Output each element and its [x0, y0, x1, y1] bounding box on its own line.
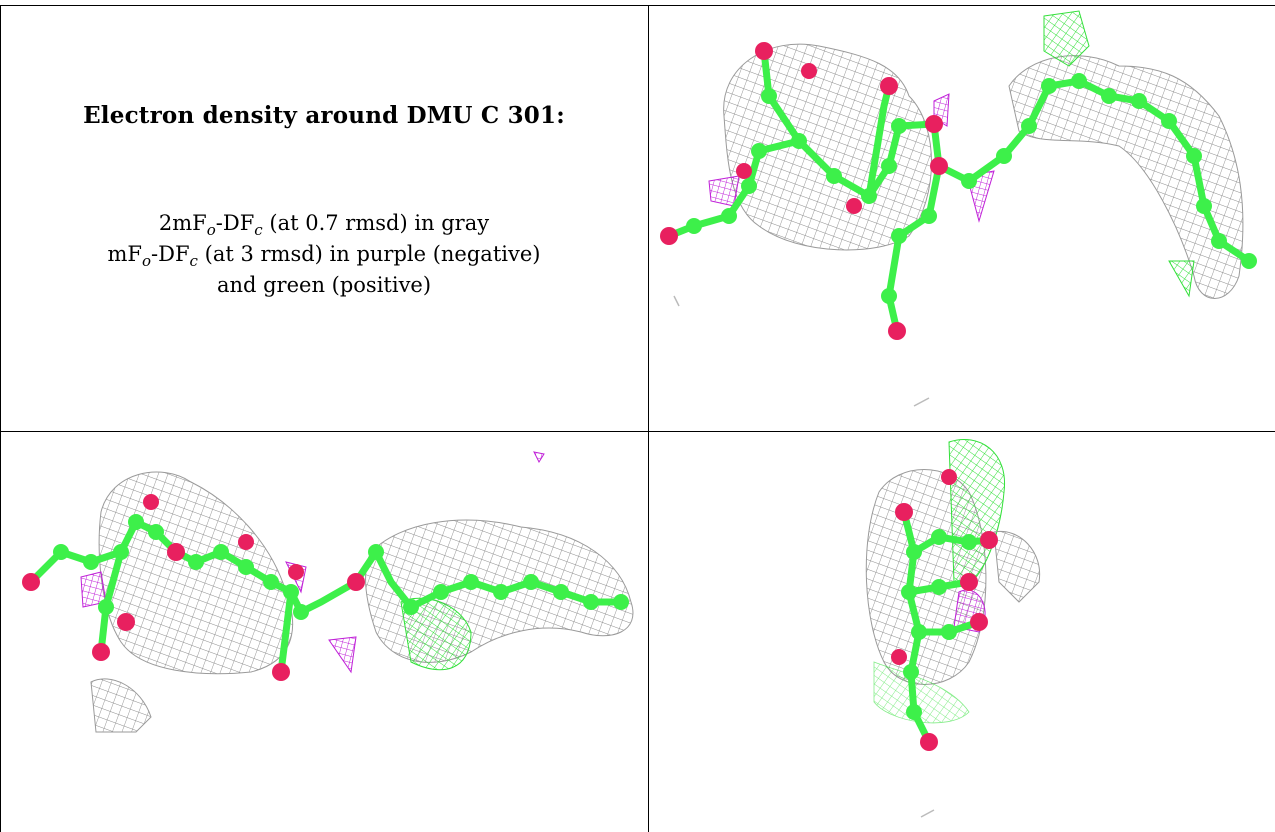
caption-line-fofc: mFo-DFc (at 3 rmsd) in purple (negative)	[107, 242, 541, 271]
density-view-bottom-left	[1, 432, 648, 832]
caption-description: 2mFo-DFc (at 0.7 rmsd) in gray mFo-DFc (…	[20, 208, 628, 301]
caption-line-colors: and green (positive)	[216, 273, 432, 297]
caption-title: Electron density around DMU C 301:	[83, 102, 565, 129]
table-border-middle-vertical	[648, 5, 649, 832]
caption-line-2fofc: 2mFo-DFc (at 0.7 rmsd) in gray	[158, 211, 490, 240]
table-border-horizontal	[0, 431, 1275, 432]
molecule-density-view-icon	[22, 451, 634, 733]
caption: Electron density around DMU C 301: 2mFo-…	[20, 6, 628, 431]
density-view-top-right	[649, 6, 1275, 431]
molecule-density-view-icon	[865, 438, 1041, 818]
table-border-left	[0, 5, 1, 832]
density-view-bottom-right	[649, 432, 1275, 832]
molecule-density-view-icon	[660, 10, 1257, 407]
table-border-top	[0, 5, 1275, 6]
caption-cell: Electron density around DMU C 301: 2mFo-…	[0, 6, 648, 431]
